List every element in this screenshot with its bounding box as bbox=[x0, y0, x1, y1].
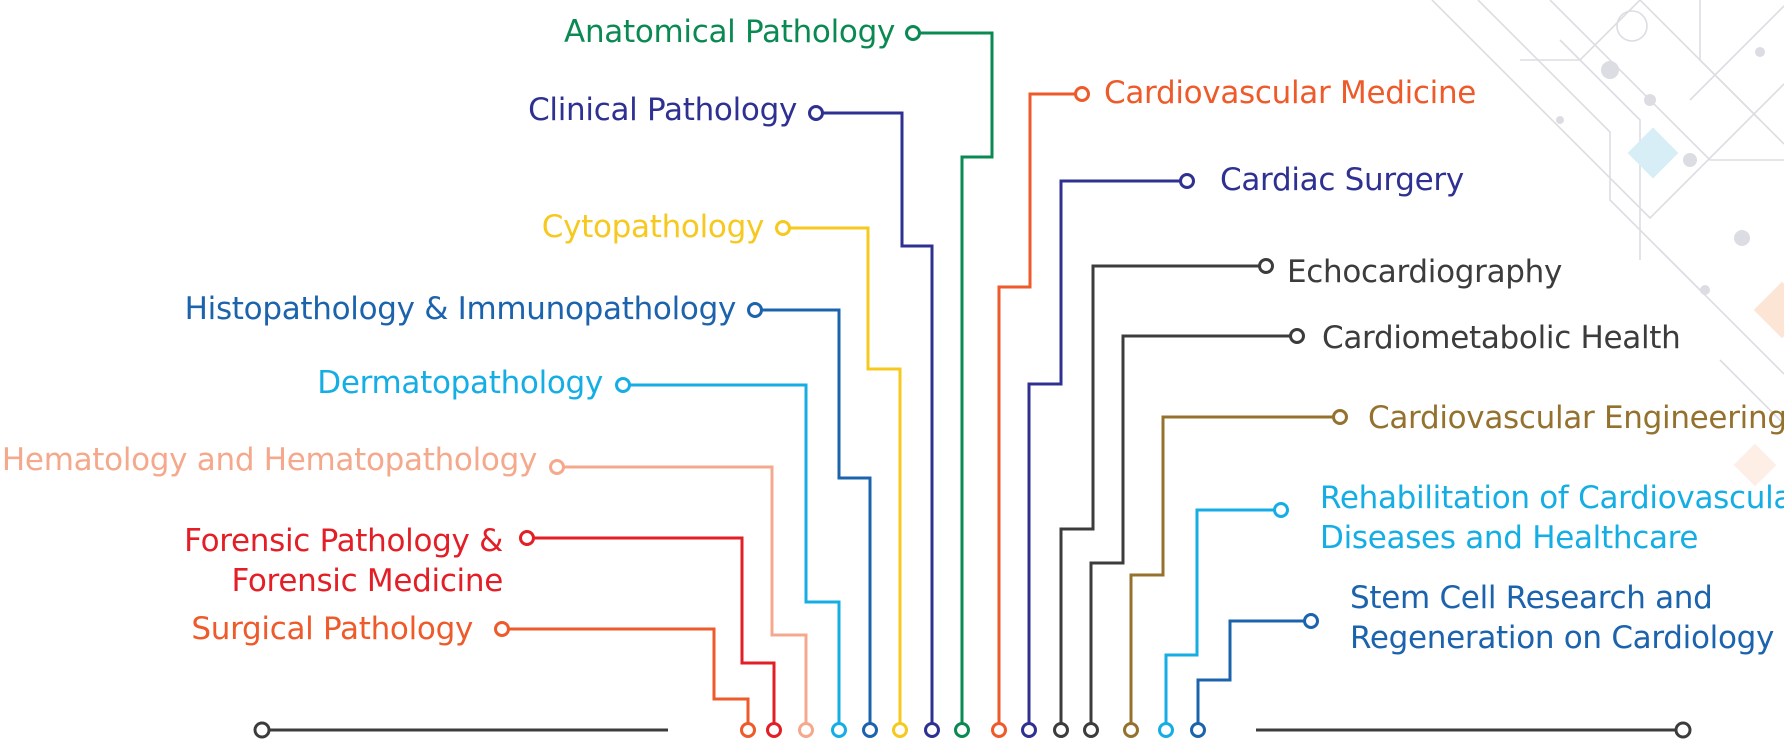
right-branch-label: Stem Cell Research and Regeneration on C… bbox=[1350, 578, 1774, 658]
right-branch-label: Cardiac Surgery bbox=[1220, 160, 1464, 200]
left-branch-end-node bbox=[494, 621, 510, 637]
label-line: Histopathology & Immunopathology bbox=[184, 291, 737, 327]
right-branch-label: Cardiovascular Medicine bbox=[1104, 73, 1476, 113]
left-branch-end-node bbox=[549, 459, 565, 475]
right-branch-connector-line bbox=[1196, 619, 1311, 730]
left-branch-root-node bbox=[862, 722, 878, 738]
label-line: Cardiometabolic Health bbox=[1322, 320, 1681, 356]
left-branch-root-node bbox=[924, 722, 940, 738]
right-branch-end-node bbox=[1258, 258, 1274, 274]
left-branch-end-node bbox=[905, 25, 921, 41]
left-branch-root-node bbox=[954, 722, 970, 738]
label-line: Clinical Pathology bbox=[528, 92, 797, 128]
left-branch-label: Cytopathology bbox=[541, 207, 765, 247]
right-branch-root-node bbox=[1158, 722, 1174, 738]
label-line: Cardiac Surgery bbox=[1220, 162, 1464, 198]
right-branch-label: Cardiometabolic Health bbox=[1322, 318, 1681, 358]
left-branch-connector-line bbox=[783, 226, 902, 730]
label-line: Forensic Pathology & bbox=[184, 523, 503, 559]
label-line: Cytopathology bbox=[541, 209, 765, 245]
label-line: Cardiovascular Engineering bbox=[1368, 400, 1784, 436]
label-line: Anatomical Pathology bbox=[564, 14, 895, 50]
left-branch-end-node bbox=[808, 105, 824, 121]
label-line: Dermatopathology bbox=[317, 365, 603, 401]
label-line: Forensic Medicine bbox=[231, 563, 503, 599]
right-baseline-end-node bbox=[1674, 721, 1692, 739]
right-branch-connector-line bbox=[1164, 508, 1281, 730]
left-branch-label: Surgical Pathology bbox=[191, 609, 473, 649]
right-branch-root-node bbox=[1083, 722, 1099, 738]
left-branch-label: Forensic Pathology & Forensic Medicine bbox=[184, 521, 503, 601]
left-branch-connector-line bbox=[557, 465, 808, 730]
right-branch-end-node bbox=[1332, 409, 1348, 425]
left-branch-connector-line bbox=[527, 536, 776, 730]
left-baseline-end-node bbox=[253, 721, 271, 739]
left-branch-label: Histopathology & Immunopathology bbox=[184, 289, 737, 329]
right-branch-root-node bbox=[1123, 722, 1139, 738]
right-branch-end-node bbox=[1303, 613, 1319, 629]
left-branch-end-node bbox=[615, 377, 631, 393]
label-line: Rehabilitation of Cardiovascular bbox=[1320, 480, 1784, 516]
right-branch-connector-line bbox=[1059, 264, 1266, 730]
left-branch-connector-line bbox=[623, 383, 841, 730]
right-branch-connector-line bbox=[1027, 179, 1187, 730]
left-branch-end-node bbox=[775, 220, 791, 236]
label-line: Stem Cell Research and bbox=[1350, 580, 1713, 616]
left-branch-root-node bbox=[740, 722, 756, 738]
label-line: Hematology and Hematopathology bbox=[1, 442, 537, 478]
right-branch-connector-line bbox=[1089, 334, 1297, 730]
label-line: Cardiovascular Medicine bbox=[1104, 75, 1477, 111]
label-line: Regeneration on Cardiology bbox=[1350, 620, 1775, 656]
right-branch-connector-line bbox=[1129, 415, 1340, 730]
right-branch-label: Echocardiography bbox=[1287, 252, 1562, 292]
left-branch-label: Dermatopathology bbox=[317, 363, 603, 403]
right-branch-root-node bbox=[1190, 722, 1206, 738]
right-branch-end-node bbox=[1074, 86, 1090, 102]
right-branch-label: Cardiovascular Engineering bbox=[1368, 398, 1784, 438]
label-line: Surgical Pathology bbox=[191, 611, 473, 647]
label-line: Diseases and Healthcare bbox=[1320, 520, 1699, 556]
left-branch-root-node bbox=[798, 722, 814, 738]
left-branch-connector-line bbox=[913, 31, 994, 730]
right-branch-end-node bbox=[1273, 502, 1289, 518]
left-branch-label: Clinical Pathology bbox=[528, 90, 797, 130]
right-branch-root-node bbox=[991, 722, 1007, 738]
right-branch-end-node bbox=[1179, 173, 1195, 189]
right-branch-connector-line bbox=[997, 92, 1082, 730]
left-branch-connector-line bbox=[502, 627, 750, 730]
left-branch-root-node bbox=[766, 722, 782, 738]
right-branch-root-node bbox=[1053, 722, 1069, 738]
left-branch-connector-line bbox=[755, 308, 872, 730]
right-branch-label: Rehabilitation of Cardiovascular Disease… bbox=[1320, 478, 1784, 558]
left-branch-end-node bbox=[519, 530, 535, 546]
left-branch-end-node bbox=[747, 302, 763, 318]
left-branch-root-node bbox=[831, 722, 847, 738]
left-branch-root-node bbox=[892, 722, 908, 738]
left-branch-label: Hematology and Hematopathology bbox=[2, 440, 537, 480]
label-line: Echocardiography bbox=[1287, 254, 1563, 290]
right-branch-end-node bbox=[1289, 328, 1305, 344]
right-branch-root-node bbox=[1021, 722, 1037, 738]
left-branch-connector-line bbox=[816, 111, 934, 730]
left-branch-label: Anatomical Pathology bbox=[564, 12, 895, 52]
